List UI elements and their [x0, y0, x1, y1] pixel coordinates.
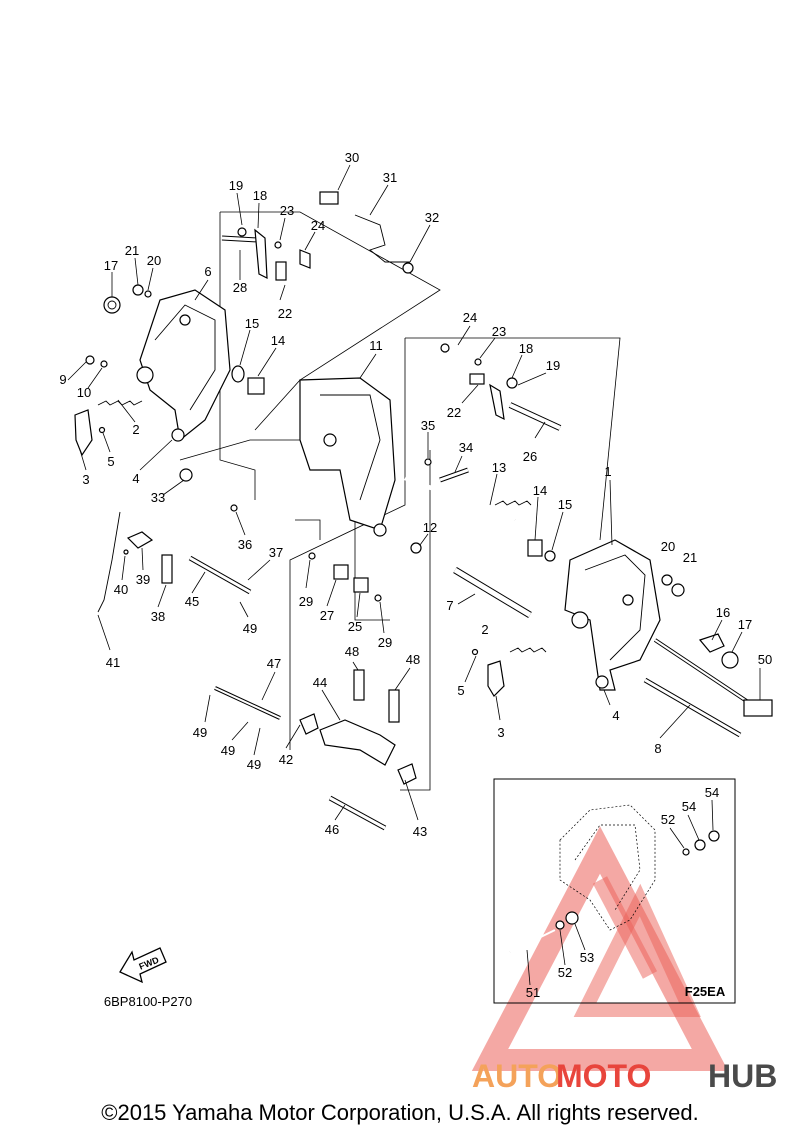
callout-18b: 18 — [519, 341, 533, 356]
callout-19b: 19 — [546, 358, 560, 373]
callout-32: 32 — [425, 210, 439, 225]
callout-36: 36 — [238, 537, 252, 552]
svg-text:MOTO: MOTO — [556, 1058, 651, 1094]
callout-15: 15 — [245, 316, 259, 331]
callout-29b: 29 — [378, 635, 392, 650]
callout-3: 3 — [82, 472, 89, 487]
callout-12: 12 — [423, 520, 437, 535]
callout-42: 42 — [279, 752, 293, 767]
callout-26: 26 — [523, 449, 537, 464]
bracket-left — [136, 289, 231, 442]
callout-37: 37 — [269, 545, 283, 560]
callout-46: 46 — [325, 822, 339, 837]
svg-text:AUTO: AUTO — [472, 1058, 562, 1094]
callout-25: 25 — [348, 619, 362, 634]
callout-30: 30 — [345, 150, 359, 165]
callout-49c: 49 — [221, 743, 235, 758]
callout-28: 28 — [233, 280, 247, 295]
callout-21b: 21 — [683, 550, 697, 565]
svg-text:HUB: HUB — [708, 1058, 777, 1094]
callout-33: 33 — [151, 490, 165, 505]
diagram-code: 6BP8100-P270 — [104, 994, 192, 1009]
callout-4b: 4 — [612, 708, 619, 723]
callout-41: 41 — [106, 655, 120, 670]
callout-35: 35 — [421, 418, 435, 433]
callout-13: 13 — [492, 460, 506, 475]
callout-22: 22 — [278, 306, 292, 321]
callout-17: 17 — [104, 258, 118, 273]
callout-5b: 5 — [457, 683, 464, 698]
callout-7: 7 — [446, 598, 453, 613]
callout-3b: 3 — [497, 725, 504, 740]
callout-9: 9 — [59, 372, 66, 387]
callout-51: 51 — [526, 985, 540, 1000]
watermark-text: AUTO MOTO HUB — [472, 1058, 777, 1094]
callout-31: 31 — [383, 170, 397, 185]
inset-panel — [493, 778, 736, 1004]
small-parts — [74, 191, 773, 785]
inset-code: F25EA — [685, 984, 726, 999]
callout-labels: 30 31 19 18 23 24 32 21 17 20 6 28 22 15… — [59, 150, 772, 1000]
callout-5: 5 — [107, 454, 114, 469]
callout-20b: 20 — [661, 539, 675, 554]
callout-22b: 22 — [447, 405, 461, 420]
callout-52b: 52 — [558, 965, 572, 980]
fwd-arrow-icon: FWD — [119, 947, 167, 984]
leader-lines — [67, 164, 761, 821]
callout-40: 40 — [114, 582, 128, 597]
callout-34: 34 — [459, 440, 473, 455]
callout-17b: 17 — [738, 617, 752, 632]
bracket-right — [564, 539, 661, 691]
callout-45: 45 — [185, 594, 199, 609]
callout-23: 23 — [280, 203, 294, 218]
callout-4: 4 — [132, 471, 139, 486]
callout-52a: 52 — [661, 812, 675, 827]
callout-20: 20 — [147, 253, 161, 268]
callout-24: 24 — [311, 218, 325, 233]
callout-21: 21 — [125, 243, 139, 258]
swivel-bracket — [299, 377, 396, 537]
callout-18: 18 — [253, 188, 267, 203]
callout-49a: 49 — [243, 621, 257, 636]
callout-53: 53 — [580, 950, 594, 965]
callout-43: 43 — [413, 824, 427, 839]
callout-2b: 2 — [481, 622, 488, 637]
callout-6: 6 — [204, 264, 211, 279]
shafts — [97, 214, 762, 831]
callout-14: 14 — [271, 333, 285, 348]
callout-44: 44 — [313, 675, 327, 690]
callout-14b: 14 — [533, 483, 547, 498]
callout-50: 50 — [758, 652, 772, 667]
callout-54a: 54 — [682, 799, 696, 814]
callout-24b: 24 — [463, 310, 477, 325]
callout-29a: 29 — [299, 594, 313, 609]
callout-27: 27 — [320, 608, 334, 623]
callout-39: 39 — [136, 572, 150, 587]
callout-48b: 48 — [406, 652, 420, 667]
callout-47: 47 — [267, 656, 281, 671]
callout-38: 38 — [151, 609, 165, 624]
callout-11: 11 — [369, 338, 383, 353]
callout-49d: 49 — [247, 757, 261, 772]
callout-16: 16 — [716, 605, 730, 620]
callout-48a: 48 — [345, 644, 359, 659]
callout-2: 2 — [132, 422, 139, 437]
callout-54b: 54 — [705, 785, 719, 800]
callout-1: 1 — [604, 464, 611, 479]
copyright-footer: ©2015 Yamaha Motor Corporation, U.S.A. A… — [101, 1100, 699, 1125]
watermark-logo — [471, 826, 729, 1071]
callout-23b: 23 — [492, 324, 506, 339]
callout-19: 19 — [229, 178, 243, 193]
callout-15b: 15 — [558, 497, 572, 512]
callout-8: 8 — [654, 741, 661, 756]
callout-49b: 49 — [193, 725, 207, 740]
callout-10: 10 — [77, 385, 91, 400]
